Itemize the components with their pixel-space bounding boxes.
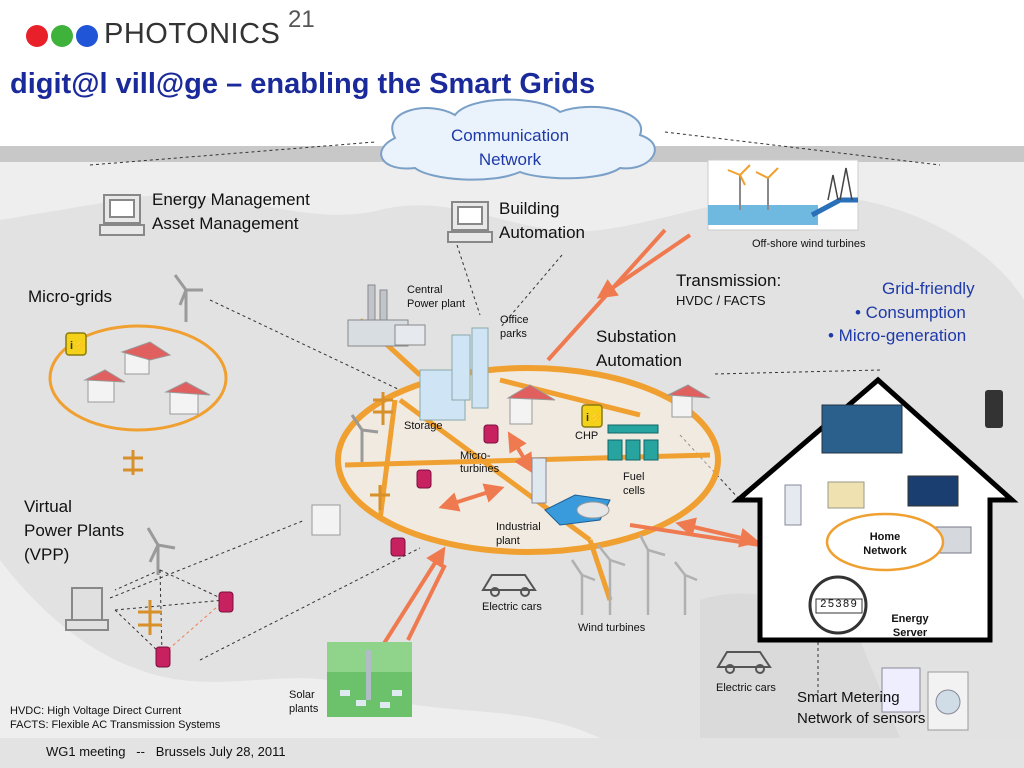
wind-turbines-label: Wind turbines <box>578 622 646 634</box>
logo-dot-red <box>26 25 48 47</box>
fuel-cell-icon <box>607 424 659 461</box>
automation-label: Automation <box>499 223 585 242</box>
solar-plant-picture <box>327 642 412 717</box>
electric-cars-label: Electric cars <box>482 601 542 613</box>
substation-label: Substation <box>596 327 677 346</box>
smart-metering-label-1: Smart Metering <box>797 689 900 706</box>
cloud-label-1: Communication <box>450 126 570 145</box>
micro-turbine-stand-icon <box>123 392 393 635</box>
cloud-label-2: Network <box>478 150 542 169</box>
smart-metering-label-2: Network of sensors <box>797 710 926 727</box>
solar-plants-label-2: plants <box>289 703 319 715</box>
grid-friendly-label: Grid-friendly <box>882 279 975 298</box>
vpp-label-2: Power Plants <box>24 521 125 540</box>
office-parks-label-2: parks <box>500 328 527 340</box>
micro-turbines-label-1: Micro- <box>460 450 491 462</box>
appliance-icon <box>827 481 865 509</box>
energy-server-label-2: Server <box>892 627 928 639</box>
fuel-cells-label-2: cells <box>623 485 646 497</box>
energy-server-label-1: Energy <box>891 613 929 625</box>
asset-management-label: Asset Management <box>152 214 299 233</box>
fuel-cells-label-1: Fuel <box>623 471 645 483</box>
router-icon <box>784 484 802 526</box>
meter-reading: 25389 <box>819 599 858 611</box>
storage-barrel-icon <box>155 424 499 668</box>
energy-management-label: Energy Management <box>152 190 310 209</box>
micro-grid-ring <box>48 324 228 432</box>
consumption-label: • Consumption <box>855 303 966 322</box>
micro-turbine-icon <box>531 457 547 504</box>
home-network-bubble <box>825 512 945 572</box>
svg-text:i⚡: i⚡ <box>586 411 603 424</box>
vpp-label-1: Virtual <box>24 497 72 516</box>
electric-cars-label-2: Electric cars <box>716 682 776 694</box>
hvdc-facts-label: HVDC / FACTS <box>676 293 766 308</box>
wind-farm-icon <box>570 534 698 615</box>
office-tower-icon <box>419 327 489 421</box>
industrial-plant-label-2: plant <box>496 535 520 547</box>
industrial-plant-label-1: Industrial <box>496 521 541 533</box>
hvdc-definition: HVDC: High Voltage Direct Current <box>10 705 182 717</box>
tv-icon <box>907 475 959 507</box>
communication-cloud <box>380 98 656 181</box>
home-network-label-1: Home <box>869 531 901 543</box>
micro-turbines-label-2: turbines <box>460 463 500 475</box>
footer-bar <box>0 738 1024 768</box>
page-title: digit@l vill@ge – enabling the Smart Gri… <box>10 68 596 100</box>
solar-plants-label-1: Solar <box>289 689 315 701</box>
footer-text: WG1 meeting -- Brussels July 28, 2011 <box>46 744 286 759</box>
energy-meter-box-icon <box>881 667 921 713</box>
central-plant-label-1: Central <box>407 284 443 296</box>
house-icon <box>83 341 711 536</box>
office-parks-label-1: Office <box>500 314 529 326</box>
offshore-label: Off-shore wind turbines <box>752 238 866 250</box>
power-flow-arrows <box>381 228 761 647</box>
chp-label: CHP <box>575 430 599 442</box>
logo-superscript: 21 <box>288 6 315 33</box>
building-label: Building <box>499 199 560 218</box>
offshore-wind-picture <box>707 159 859 231</box>
micro-generation-label: • Micro-generation <box>828 326 967 345</box>
transmission-label: Transmission: <box>676 271 782 290</box>
power-plant-icon <box>347 284 426 347</box>
substation-automation-label: Automation <box>596 351 682 370</box>
computer-icon <box>99 194 493 243</box>
logo-dot-blue <box>76 25 98 47</box>
svg-text:i⚡: i⚡ <box>70 339 87 352</box>
home-outline <box>731 376 1019 643</box>
facts-definition: FACTS: Flexible AC Transmission Systems <box>10 719 221 731</box>
wind-turbine-icon <box>146 274 379 575</box>
solar-panel-picture <box>821 404 903 454</box>
vpp-label-3: (VPP) <box>24 545 70 564</box>
map-landmass <box>700 593 900 738</box>
logo-name: PHOTONICS <box>104 18 281 50</box>
industrial-plant-icon <box>544 494 611 526</box>
central-plant-label-2: Power plant <box>407 298 466 310</box>
computer-icon <box>65 587 109 631</box>
home-network-label-2: Network <box>863 545 907 557</box>
logo-dot-green <box>51 25 73 47</box>
electric-car-icon <box>481 574 772 674</box>
mobile-phone-icon <box>985 390 1003 428</box>
storage-label: Storage <box>404 420 443 432</box>
micro-grids-label: Micro-grids <box>28 287 113 306</box>
